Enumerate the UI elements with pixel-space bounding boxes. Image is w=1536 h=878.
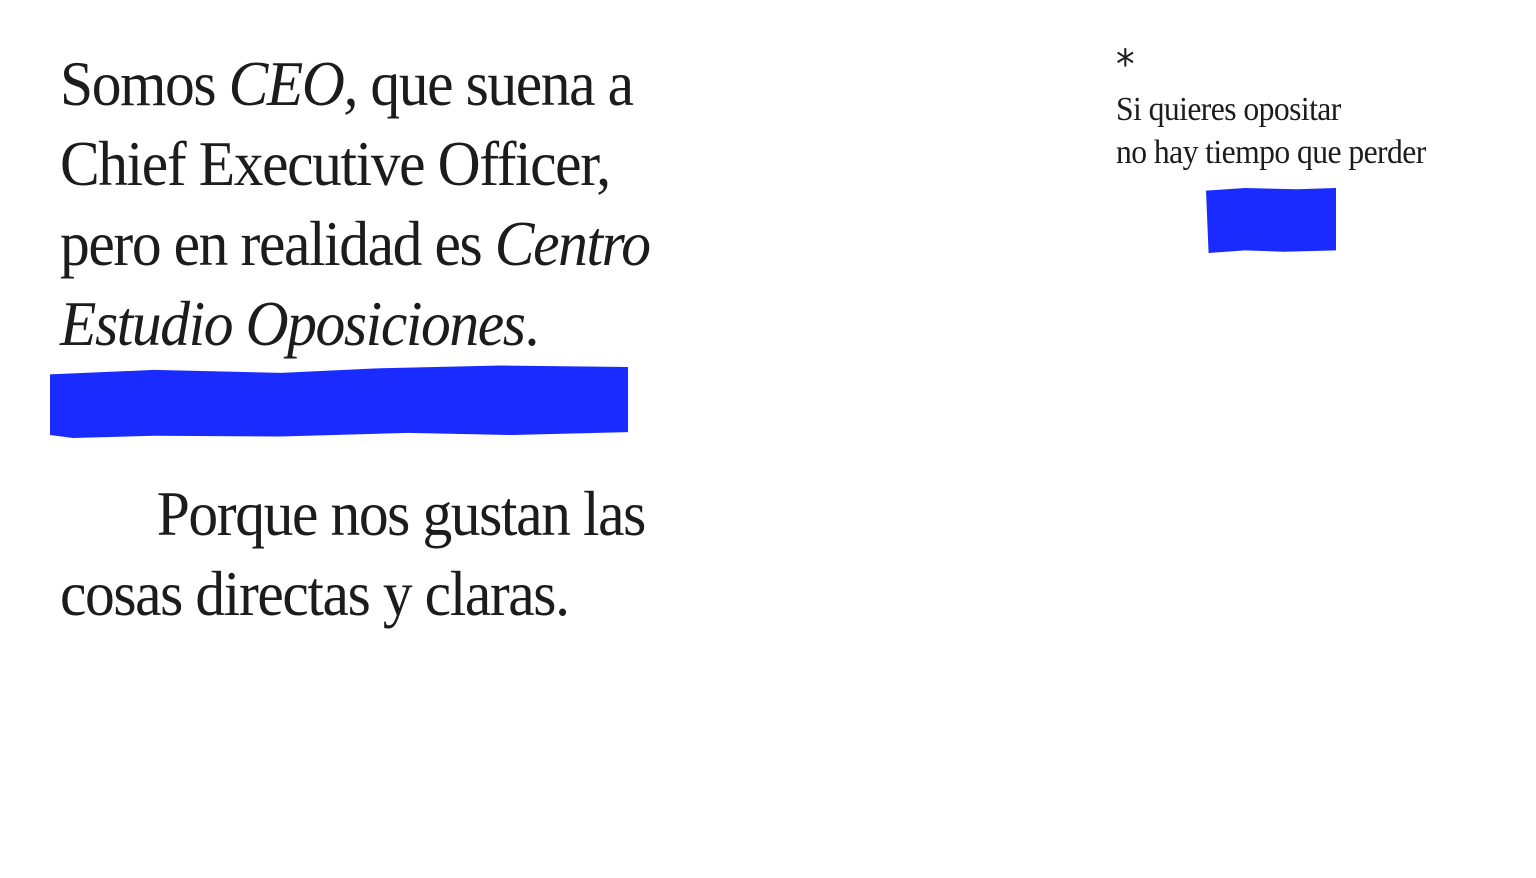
tagline-line-1: Porque nos gustan las: [156, 478, 647, 549]
blue-brush-stroke: [50, 365, 628, 438]
headline-line-1: Somos CEO, que suena a: [60, 44, 785, 124]
aside-line-1: Si quieres opositar: [1116, 91, 1341, 128]
headline-italic-ceo: CEO,: [228, 48, 359, 119]
blue-brush-stroke-small: [1206, 188, 1336, 253]
aside-line-2: no hay tiempo que perder: [1116, 134, 1426, 171]
headline-text: que suena a: [356, 48, 634, 119]
asterisk-icon: *: [1116, 42, 1135, 88]
headline-text: Somos: [60, 48, 229, 119]
headline: Somos CEO, que suena a Chief Executive O…: [60, 44, 785, 364]
headline-line-4: Estudio Oposiciones.: [60, 284, 785, 364]
headline-line-3: pero en realidad es Centro: [60, 204, 785, 284]
headline-line-2: Chief Executive Officer,: [60, 128, 611, 199]
headline-period: .: [524, 288, 540, 359]
headline-text: pero en realidad es: [60, 208, 495, 279]
tagline: Porque nos gustan las cosas directas y c…: [60, 474, 767, 634]
headline-italic-centro: Centro: [494, 208, 651, 279]
aside-note: * Si quieres opositar no hay tiempo que …: [1116, 42, 1488, 174]
headline-italic-estudio: Estudio Oposiciones: [60, 288, 526, 359]
tagline-line-2: cosas directas y claras.: [60, 558, 570, 629]
